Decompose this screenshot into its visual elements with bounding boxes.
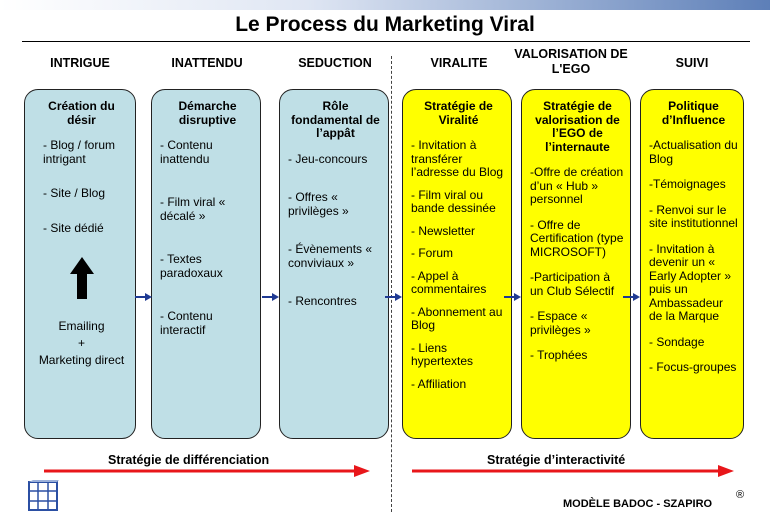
box-demarche-disruptive: Démarche disruptive - Contenu inattendu …: [151, 89, 261, 439]
list-item: - Site dédié: [43, 220, 104, 235]
header-intrigue: INTRIGUE: [50, 56, 110, 70]
list-item: - Film viral ou bande dessinée: [411, 187, 496, 215]
box-title: Création du désir: [48, 99, 115, 127]
box-politique-influence: Politique d’Influence -Actualisation du …: [640, 89, 744, 439]
box-title: Stratégie de Viralité: [424, 99, 493, 127]
list-item: - Forum: [411, 246, 453, 260]
strategy-differentiation-label: Stratégie de différenciation: [108, 453, 270, 467]
list-item: - Évènements « conviviaux »: [288, 242, 373, 270]
list-item: - Invitation à devenir un « Early Adopte…: [649, 241, 732, 323]
box-strategie-viralite: Stratégie de Viralité - Invitation à tra…: [402, 89, 512, 439]
list-item: - Offres « privilèges »: [288, 190, 349, 218]
list-item: - Contenu inattendu: [160, 138, 213, 166]
list-item: - Liens hypertextes: [411, 340, 474, 368]
list-item: - Contenu interactif: [160, 309, 213, 337]
connector-arrow-icon: [623, 293, 640, 301]
list-item: -Offre de création d’un « Hub » personne…: [530, 165, 624, 206]
list-item: - Textes paradoxaux: [160, 252, 223, 280]
list-item: - Espace « privilèges »: [530, 309, 591, 337]
strategy-interactivity-label: Stratégie d’interactivité: [487, 453, 626, 467]
connector-arrow-icon: [504, 293, 521, 301]
box-bottom-text: Emailing + Marketing direct: [38, 318, 125, 367]
list-item: - Blog / forum intrigant: [43, 138, 116, 166]
box-title: Politique d’Influence: [661, 99, 726, 127]
list-item: - Appel à commentaires: [411, 268, 487, 296]
title-underline: [22, 41, 750, 42]
box-creation-desir: Création du désir - Blog / forum intriga…: [24, 89, 136, 439]
box-title: Rôle fondamental de l’appât: [291, 99, 380, 140]
box-valorisation-ego: Stratégie de valorisation de l’EGO de l’…: [521, 89, 631, 439]
model-credit: MODÈLE BADOC - SZAPIRO: [563, 498, 713, 510]
list-item: - Trophées: [530, 348, 588, 362]
list-item: - Abonnement au Blog: [411, 304, 503, 332]
header-suivi: SUIVI: [675, 56, 709, 70]
phase-divider: [391, 56, 392, 512]
list-item: -Actualisation du Blog: [649, 138, 738, 166]
page-title: Le Process du Marketing Viral: [235, 13, 535, 36]
list-item: - Affiliation: [411, 376, 467, 391]
red-arrow-left-icon: [44, 465, 370, 477]
list-item: - Focus-groupes: [649, 360, 737, 374]
list-item: - Sondage: [649, 334, 705, 349]
registered-mark: ®: [736, 489, 745, 501]
red-arrow-right-icon: [412, 465, 734, 477]
connector-arrow-icon: [135, 293, 152, 301]
list-item: - Film viral « décalé »: [160, 195, 226, 223]
list-item: -Participation à un Club Sélectif: [530, 270, 615, 298]
header-valorisation-ego: VALORISATION DE L'EGO: [514, 47, 628, 76]
box-role-appat: Rôle fondamental de l’appât - Jeu-concou…: [279, 89, 389, 439]
connector-arrow-icon: [262, 293, 279, 301]
top-gradient-bar: [0, 0, 770, 10]
list-item: - Invitation à transférer l’adresse du B…: [411, 138, 504, 179]
header-seduction: SEDUCTION: [298, 56, 372, 70]
list-item: - Renvoi sur le site institutionnel: [649, 202, 738, 230]
list-item: - Jeu-concours: [288, 151, 368, 166]
logo-cube-icon: [28, 480, 59, 511]
list-item: - Site / Blog: [43, 186, 106, 200]
header-viralite: VIRALITE: [430, 56, 488, 70]
list-item: - Offre de Certification (type MICROSOFT…: [530, 217, 624, 259]
list-item: - Rencontres: [288, 294, 357, 308]
box-title: Stratégie de valorisation de l’EGO de l’…: [535, 99, 620, 154]
list-item: -Témoignages: [649, 177, 726, 191]
list-item: - Newsletter: [411, 223, 476, 238]
header-inattendu: INATTENDU: [171, 56, 243, 70]
box-title: Démarche disruptive: [178, 99, 237, 127]
up-arrow-icon: [33, 256, 130, 304]
connector-arrow-icon: [385, 293, 402, 301]
